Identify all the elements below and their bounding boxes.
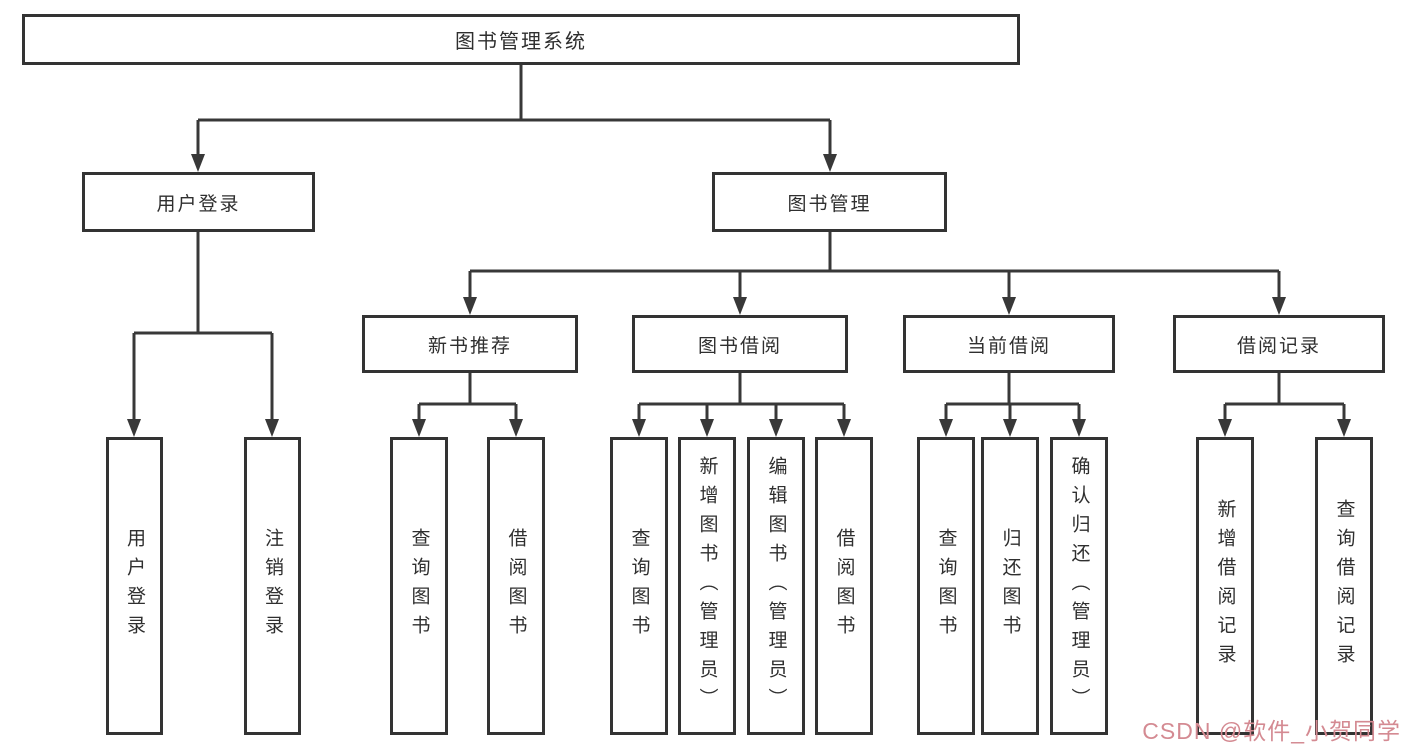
node-user-login: 用户登录: [82, 172, 315, 232]
arrowhead: [823, 154, 837, 172]
arrowhead: [265, 419, 279, 437]
leaf-user-login: 用户登录: [106, 437, 163, 735]
arrowhead: [837, 419, 851, 437]
watermark-text: CSDN @软件_小贺同学: [1142, 718, 1401, 744]
arrowhead: [1218, 419, 1232, 437]
node-library-management-system: 图书管理系统: [22, 14, 1020, 65]
leaf-bb-add-books-admin: 新增图书（管理员）: [678, 437, 736, 735]
arrowhead: [1337, 419, 1351, 437]
arrowhead: [509, 419, 523, 437]
leaf-bb-query-books: 查询图书: [610, 437, 668, 735]
leaf-cb-return-books: 归还图书: [981, 437, 1039, 735]
leaf-bb-edit-books-admin: 编辑图书（管理员）: [747, 437, 805, 735]
arrowhead: [1003, 419, 1017, 437]
connector-records-to-leaves: [1223, 373, 1346, 421]
node-book-management: 图书管理: [712, 172, 947, 232]
arrowhead: [769, 419, 783, 437]
arrowhead: [1072, 419, 1086, 437]
leaf-bb-borrow-books: 借阅图书: [815, 437, 873, 735]
connector-newbook-to-leaves: [417, 373, 518, 421]
arrowhead: [191, 154, 205, 172]
connector-userlogin-to-leaves: [132, 232, 274, 421]
leaf-br-add-record: 新增借阅记录: [1196, 437, 1254, 735]
leaf-logout: 注销登录: [244, 437, 301, 735]
arrowhead: [632, 419, 646, 437]
connector-current-to-leaves: [944, 373, 1081, 421]
leaf-nb-borrow-books: 借阅图书: [487, 437, 545, 735]
arrowhead: [700, 419, 714, 437]
connector-borrow-to-leaves: [637, 373, 846, 421]
arrowhead: [127, 419, 141, 437]
connector-root-to-level2: [196, 65, 832, 156]
leaf-cb-confirm-return-admin: 确认归还（管理员）: [1050, 437, 1108, 735]
arrowhead: [1002, 297, 1016, 315]
node-book-borrow: 图书借阅: [632, 315, 848, 373]
node-new-book-recommend: 新书推荐: [362, 315, 578, 373]
arrowhead: [939, 419, 953, 437]
leaf-nb-query-books: 查询图书: [390, 437, 448, 735]
leaf-br-query-record: 查询借阅记录: [1315, 437, 1373, 735]
arrowhead: [1272, 297, 1286, 315]
arrowhead: [412, 419, 426, 437]
connector-bookmgmt-to-level3: [468, 232, 1281, 299]
leaf-cb-query-books: 查询图书: [917, 437, 975, 735]
node-current-borrow: 当前借阅: [903, 315, 1115, 373]
arrowhead: [733, 297, 747, 315]
node-borrow-records: 借阅记录: [1173, 315, 1385, 373]
arrowhead: [463, 297, 477, 315]
